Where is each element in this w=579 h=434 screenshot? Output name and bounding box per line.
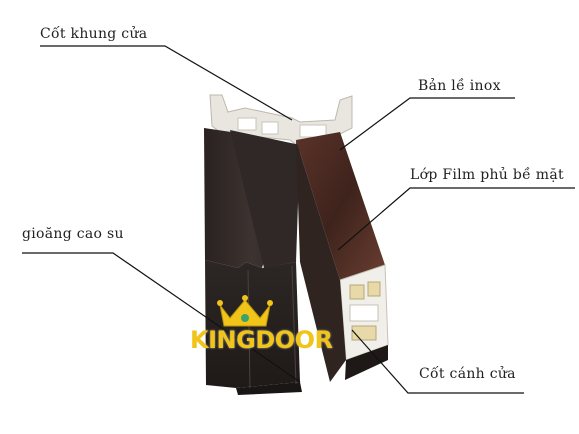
label-door-leaf-core: Cốt cánh cửa: [419, 366, 516, 382]
leader-frame-core: [40, 45, 293, 121]
leader-gasket: [22, 252, 301, 383]
frame-profile: [204, 94, 353, 268]
leader-hinge: [339, 97, 515, 151]
label-gasket: gioăng cao su: [22, 226, 124, 242]
label-hinge: Bản lề inox: [418, 78, 501, 94]
leader-film: [337, 187, 575, 251]
door-leaf: [296, 132, 389, 382]
kingdoor-logo-text: KINGDOOR: [190, 326, 333, 354]
leader-door-core: [351, 329, 524, 394]
leader-lines: [22, 45, 575, 394]
label-frame-core: Cốt khung cửa: [40, 26, 148, 42]
label-film-layer: Lớp Film phủ bề mặt: [410, 167, 564, 183]
kingdoor-logo-crown: [217, 295, 273, 327]
